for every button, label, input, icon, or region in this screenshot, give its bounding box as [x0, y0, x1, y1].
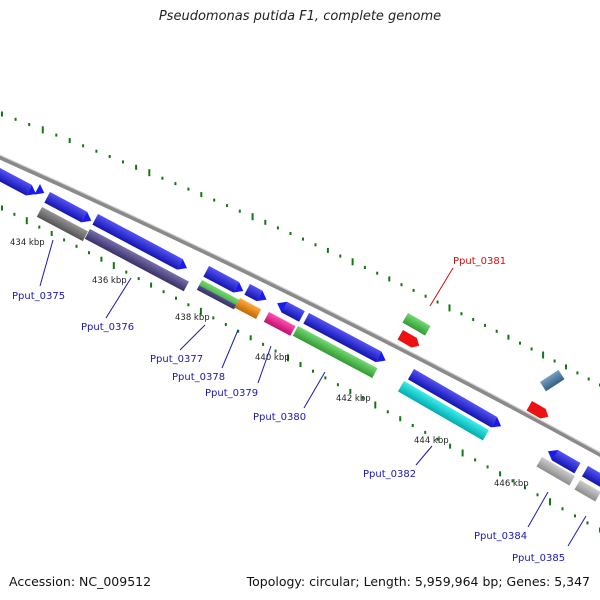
- gene-block-0375[interactable]: [36, 207, 88, 242]
- cds-block[interactable]: [203, 266, 246, 296]
- gene-block-red-2[interactable]: [526, 401, 552, 422]
- gene-block-0376[interactable]: [84, 229, 189, 292]
- gene-label-0375[interactable]: Pput_0375: [12, 291, 65, 302]
- tick-label: 440 kbp: [255, 353, 290, 363]
- cds-block[interactable]: [44, 192, 94, 226]
- gene-label-0380[interactable]: Pput_0380: [253, 412, 306, 423]
- gc-dots-outer: [1, 111, 600, 387]
- gene-label-0382[interactable]: Pput_0382: [363, 469, 416, 480]
- gene-label-0379[interactable]: Pput_0379: [205, 388, 258, 399]
- gene-label-0378[interactable]: Pput_0378: [172, 372, 225, 383]
- cds-block[interactable]: [92, 214, 189, 273]
- genome-backbone-highlight: [0, 154, 600, 454]
- gene-block-0381-green[interactable]: [402, 313, 431, 336]
- gene-block-0380[interactable]: [292, 326, 378, 378]
- gene-block-0379[interactable]: [263, 312, 296, 336]
- cds-block[interactable]: [408, 369, 504, 431]
- gene-block-0381-red[interactable]: [397, 330, 423, 351]
- gene-block-0385[interactable]: [574, 480, 600, 502]
- tick-label: 436 kbp: [92, 276, 127, 286]
- gene-block-steelblue[interactable]: [540, 370, 565, 392]
- gene-label-0384[interactable]: Pput_0384: [474, 531, 527, 542]
- forward-cds-track: [0, 166, 600, 492]
- gc-dots-inner: [1, 205, 600, 533]
- tick-label: 444 kbp: [414, 436, 449, 446]
- tick-label: 438 kbp: [175, 313, 210, 323]
- kbp-ticks: 434 kbp 436 kbp 438 kbp 440 kbp 442 kbp …: [10, 238, 529, 489]
- genome-backbone: [0, 154, 600, 458]
- gene-label-0377[interactable]: Pput_0377: [150, 354, 203, 365]
- gene-label-0376[interactable]: Pput_0376: [81, 322, 134, 333]
- tick-label: 446 kbp: [494, 479, 529, 489]
- gene-block-0384[interactable]: [536, 457, 575, 486]
- gene-label-0385[interactable]: Pput_0385: [512, 553, 565, 564]
- gene-block-0382[interactable]: [398, 381, 489, 441]
- genome-summary-text: Topology: circular; Length: 5,959,964 bp…: [246, 574, 590, 589]
- leader-lines: [39, 239, 587, 547]
- gene-labels: Pput_0375 Pput_0376 Pput_0377 Pput_0378 …: [12, 256, 565, 564]
- gene-block-0378[interactable]: [234, 298, 262, 319]
- gene-label-0381[interactable]: Pput_0381: [453, 256, 506, 267]
- cds-block[interactable]: [244, 284, 269, 305]
- map-title: Pseudomonas putida F1, complete genome: [158, 9, 442, 24]
- gene-block-0377[interactable]: [196, 280, 240, 310]
- cds-block[interactable]: [274, 298, 305, 322]
- tick-label: 442 kbp: [336, 394, 371, 404]
- cds-block[interactable]: [303, 313, 388, 366]
- cds-block[interactable]: [582, 466, 600, 492]
- accession-text: Accession: NC_009512: [9, 574, 152, 589]
- tick-label: 434 kbp: [10, 238, 45, 248]
- gene-feature-track: [36, 207, 600, 502]
- cds-block[interactable]: [545, 446, 581, 474]
